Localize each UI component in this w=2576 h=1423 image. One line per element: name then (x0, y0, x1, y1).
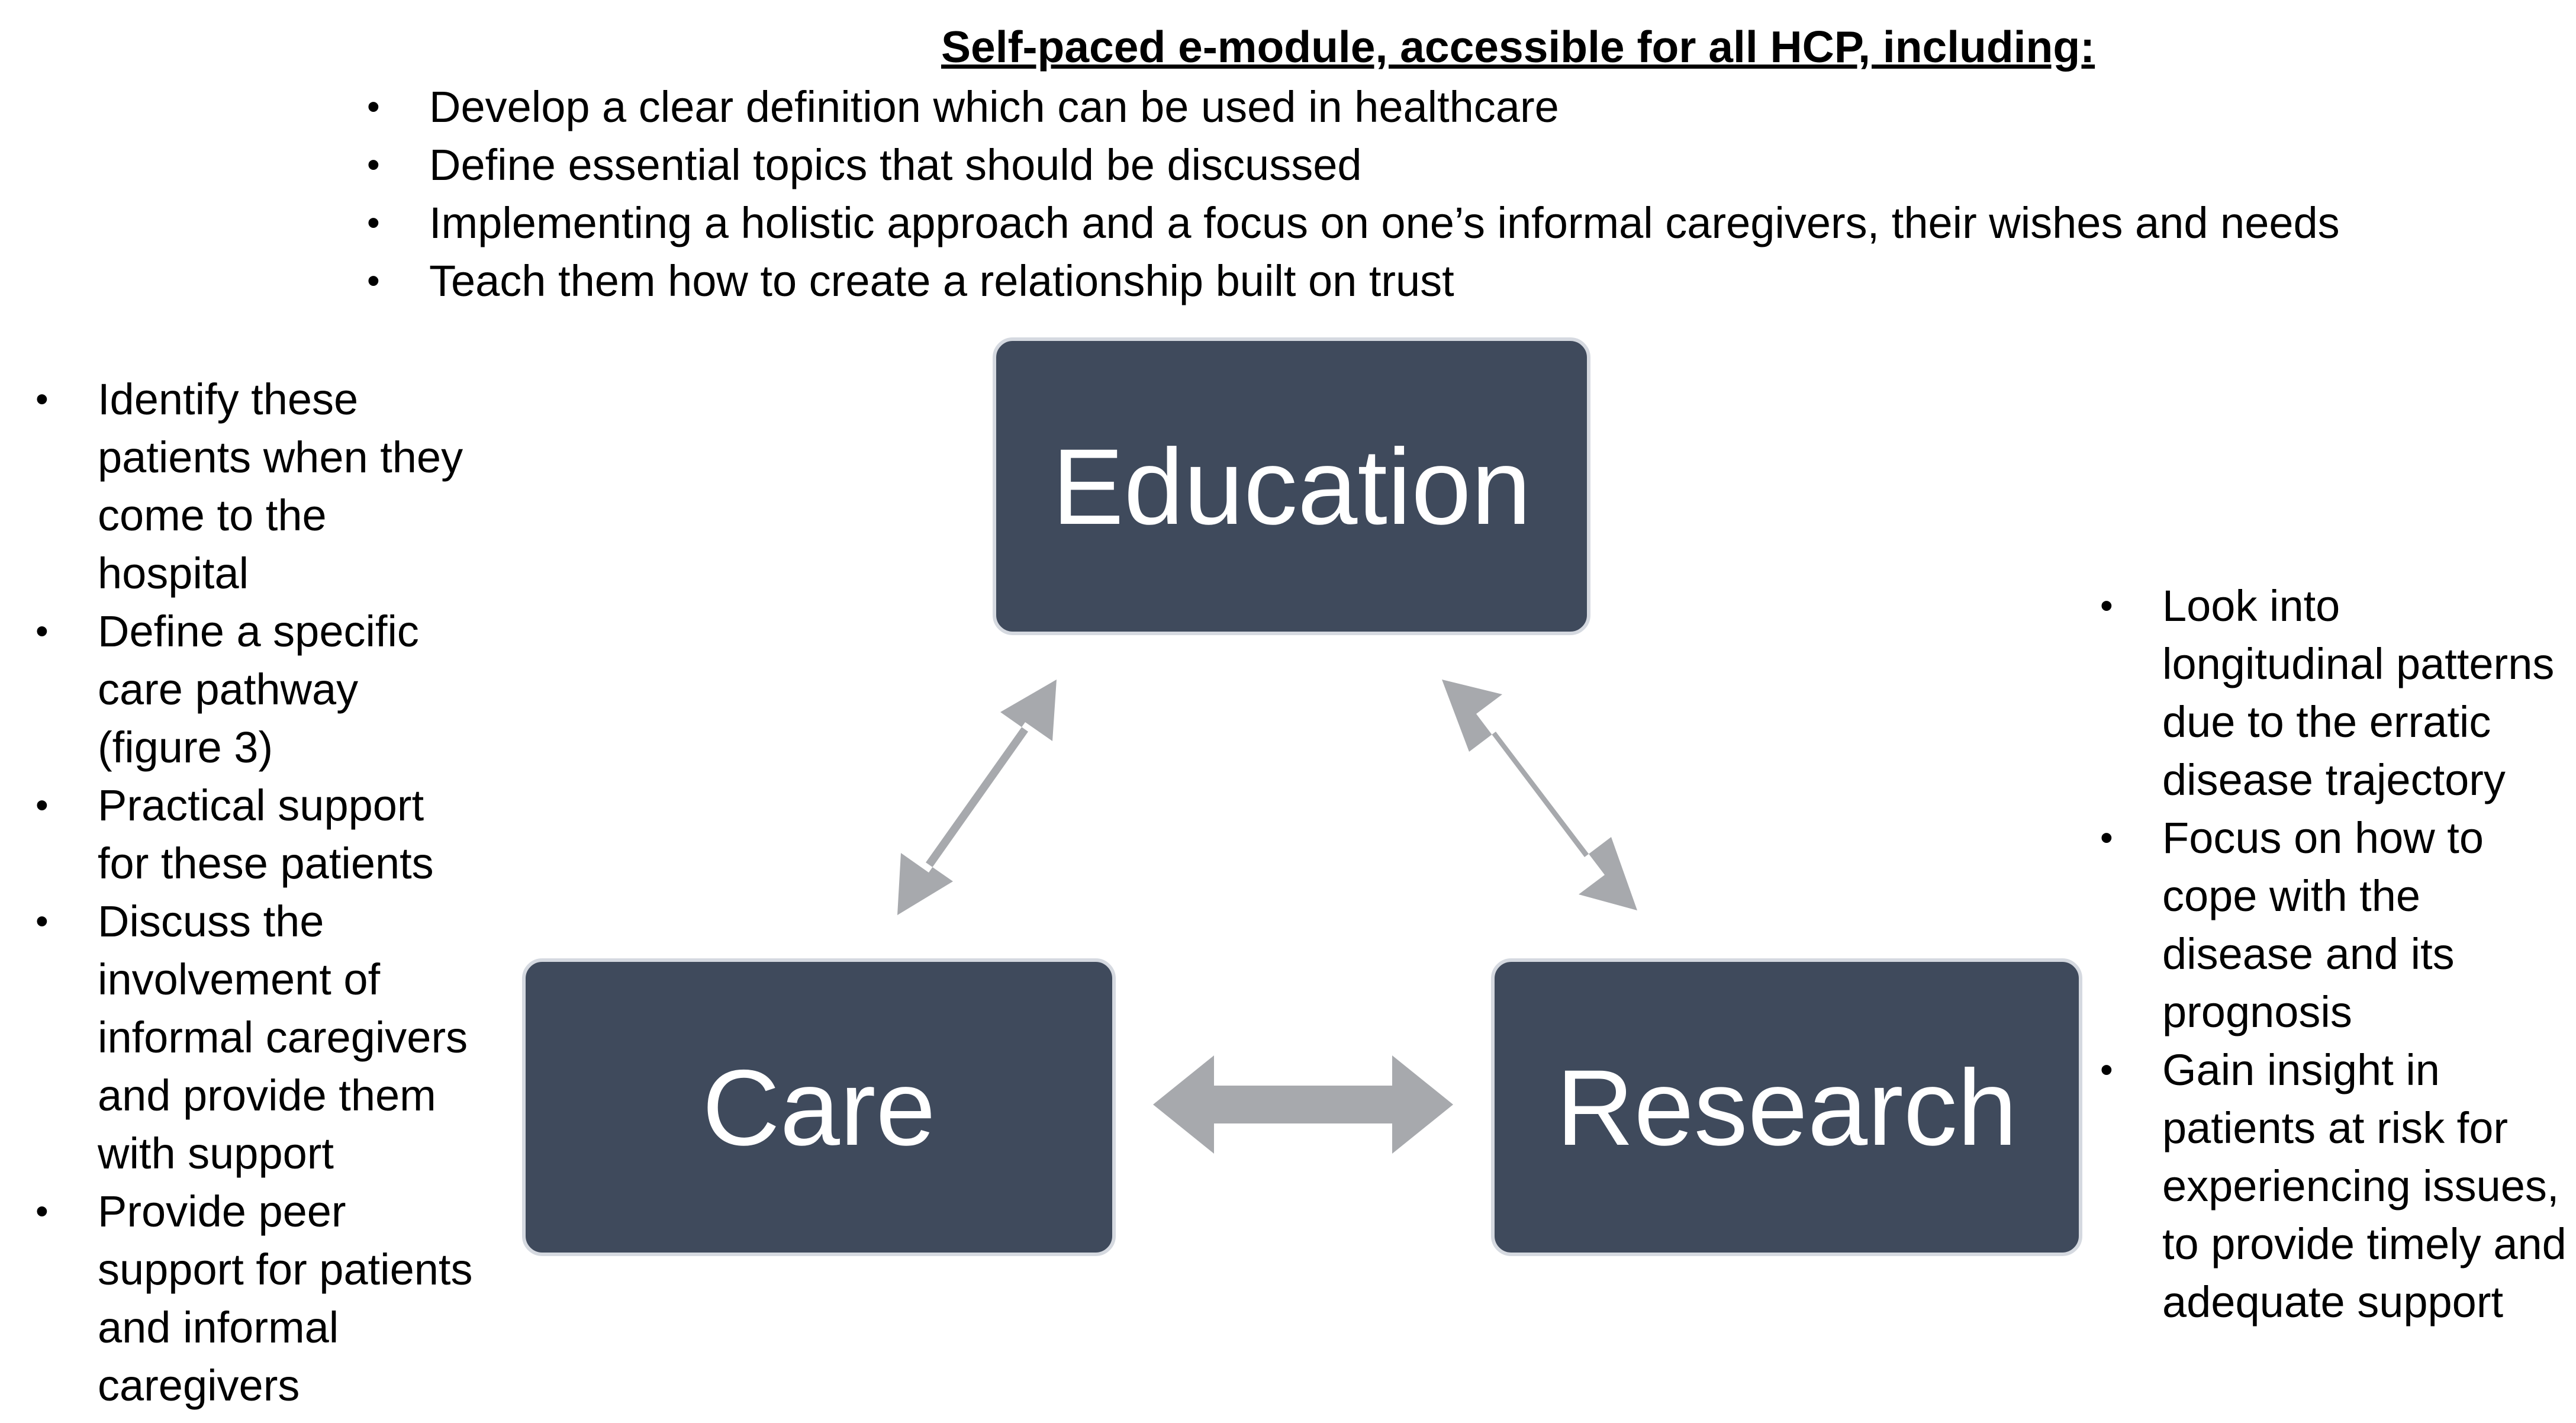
education-box: Education (993, 337, 1590, 635)
care-box: Care (522, 958, 1116, 1256)
education-bullet-item: Implementing a holistic approach and a f… (367, 194, 2557, 252)
research-bullet-item: Gain insight in patients at risk for exp… (2100, 1041, 2574, 1331)
diagram-heading: Self-paced e-module, accessible for all … (941, 22, 2095, 72)
care-research-double-arrow (1153, 1055, 1453, 1154)
education-research-double-arrow (1442, 680, 1637, 910)
research-bullet-item: Focus on how to cope with the disease an… (2100, 809, 2574, 1041)
care-bullet-item: Practical support for these patients (36, 777, 485, 893)
research-box-label: Research (1556, 1047, 2017, 1168)
education-bullet-list: Develop a clear definition which can be … (367, 78, 2557, 310)
education-bullet-item: Define essential topics that should be d… (367, 136, 2557, 194)
care-bullet-list: Identify these patients when they come t… (36, 371, 485, 1415)
care-bullet-item: Define a specific care pathway (figure 3… (36, 603, 485, 777)
research-box: Research (1491, 958, 2082, 1256)
care-bullet-item: Discuss the involvement of informal care… (36, 893, 485, 1183)
education-box-label: Education (1052, 426, 1531, 547)
education-bullet-item: Teach them how to create a relationship … (367, 252, 2557, 310)
education-bullet-item: Develop a clear definition which can be … (367, 78, 2557, 136)
research-bullet-list: Look into longitudinal patterns due to t… (2100, 577, 2574, 1331)
care-bullet-item: Identify these patients when they come t… (36, 371, 485, 603)
education-care-double-arrow (897, 680, 1057, 915)
care-bullet-item: Provide peer support for patients and in… (36, 1183, 485, 1415)
care-box-label: Care (702, 1047, 936, 1168)
research-bullet-item: Look into longitudinal patterns due to t… (2100, 577, 2574, 809)
